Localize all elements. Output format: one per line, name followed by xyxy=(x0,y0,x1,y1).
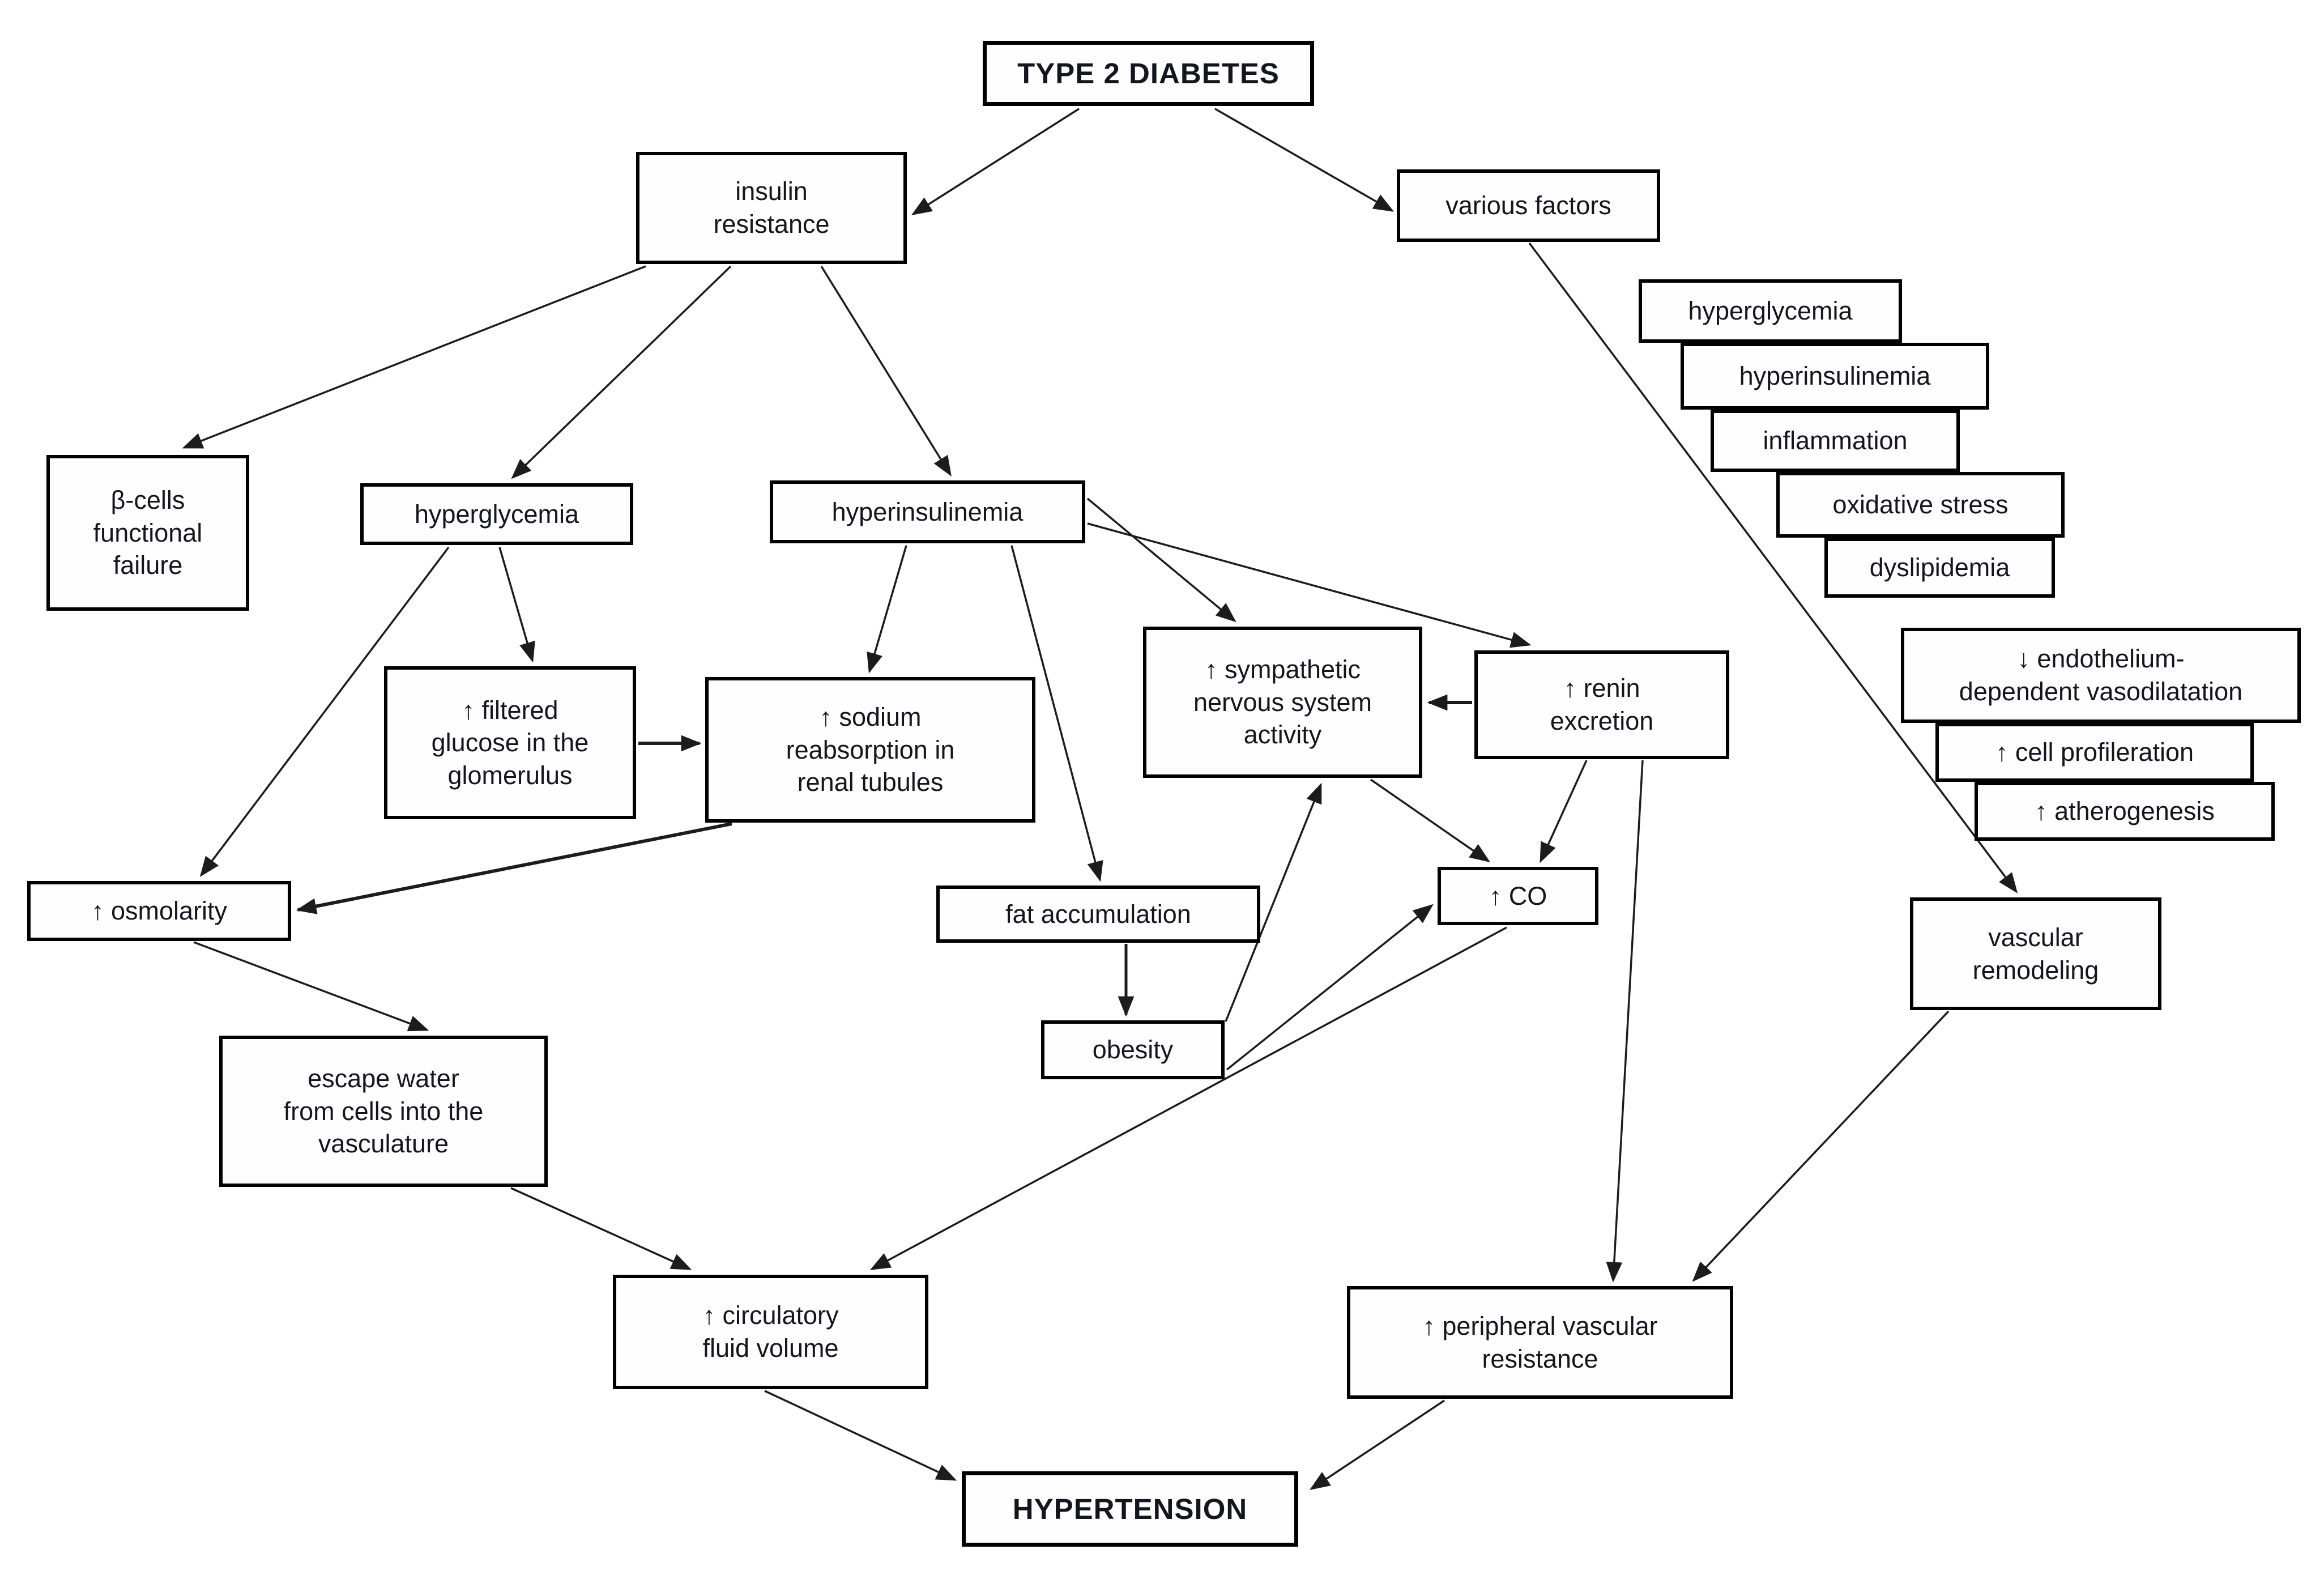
node-factor-hyperinsulinemia: hyperinsulinemia xyxy=(1681,343,1989,410)
edge-obesity-to-sympathetic-activity xyxy=(1225,782,1322,1022)
node-factor-atherogenesis: ↑ atherogenesis xyxy=(1975,782,2275,841)
node-renin-excretion: ↑ renin excretion xyxy=(1474,650,1729,759)
edge-insulin-resistance-to-hyperinsulinemia xyxy=(820,266,952,477)
edge-hyperglycemia-to-osmolarity xyxy=(199,546,450,877)
node-sympathetic-activity: ↑ sympathetic nervous system activity xyxy=(1143,627,1422,778)
node-beta-cells-functional-failure: β-cells functional failure xyxy=(46,455,249,611)
edge-hyperinsulinemia-to-renin-excretion xyxy=(1087,522,1532,648)
node-factor-hyperglycemia: hyperglycemia xyxy=(1639,279,1902,343)
edge-hyperglycemia-to-filtered-glucose xyxy=(498,547,535,663)
edge-various-factors-to-vascular-remodeling xyxy=(1528,242,2018,893)
node-fat-accumulation: fat accumulation xyxy=(936,886,1260,943)
node-hyperinsulinemia: hyperinsulinemia xyxy=(770,480,1085,543)
node-hyperglycemia: hyperglycemia xyxy=(360,483,633,545)
node-factor-dyslipidemia: dyslipidemia xyxy=(1824,538,2055,598)
node-circulatory-fluid-volume: ↑ circulatory fluid volume xyxy=(613,1275,928,1389)
node-type-2-diabetes: TYPE 2 DIABETES xyxy=(983,41,1314,106)
edge-insulin-resistance-to-beta-cells-functional-failure xyxy=(182,265,646,449)
edge-vascular-remodeling-to-peripheral-vascular-resistance xyxy=(1692,1010,1950,1282)
edge-type-2-diabetes-to-various-factors xyxy=(1214,108,1395,212)
node-factor-cell-profileration: ↑ cell profileration xyxy=(1935,723,2254,782)
node-escape-water: escape water from cells into the vascula… xyxy=(219,1036,548,1187)
node-peripheral-vascular-resistance: ↑ peripheral vascular resistance xyxy=(1347,1286,1733,1399)
node-osmolarity: ↑ osmolarity xyxy=(27,881,291,941)
edge-co-to-circulatory-fluid-volume xyxy=(869,926,1507,1270)
edge-hyperinsulinemia-to-sodium-reabsorption xyxy=(867,545,907,674)
edge-escape-water-to-circulatory-fluid-volume xyxy=(510,1187,692,1270)
node-insulin-resistance: insulin resistance xyxy=(636,152,907,264)
edge-sodium-reabsorption-to-osmolarity xyxy=(296,822,732,914)
node-various-factors: various factors xyxy=(1397,169,1660,242)
node-factor-oxidative-stress: oxidative stress xyxy=(1776,472,2065,538)
edge-insulin-resistance-to-hyperglycemia xyxy=(511,265,732,479)
node-factor-inflammation: inflammation xyxy=(1711,410,1960,472)
edge-type-2-diabetes-to-insulin-resistance xyxy=(911,108,1080,215)
edge-circulatory-fluid-volume-to-hypertension xyxy=(764,1390,957,1481)
edge-hyperinsulinemia-to-fat-accumulation xyxy=(1010,545,1103,882)
node-co: ↑ CO xyxy=(1438,867,1598,925)
node-factor-endothelium: ↓ endothelium- dependent vasodilatation xyxy=(1901,628,2301,723)
node-sodium-reabsorption: ↑ sodium reabsorption in renal tubules xyxy=(705,677,1035,823)
node-vascular-remodeling: vascular remodeling xyxy=(1910,897,2161,1010)
edge-osmolarity-to-escape-water xyxy=(193,941,429,1032)
node-filtered-glucose: ↑ filtered glucose in the glomerulus xyxy=(384,666,636,819)
edge-renin-excretion-to-peripheral-vascular-resistance xyxy=(1606,760,1644,1283)
edge-sympathetic-activity-to-co xyxy=(1370,778,1490,863)
edge-peripheral-vascular-resistance-to-hypertension xyxy=(1310,1399,1445,1490)
edge-renin-excretion-to-co xyxy=(1540,760,1588,863)
edge-obesity-to-co xyxy=(1226,904,1434,1071)
edge-hyperinsulinemia-to-sympathetic-activity xyxy=(1086,497,1236,623)
node-hypertension: HYPERTENSION xyxy=(962,1471,1298,1547)
node-obesity: obesity xyxy=(1041,1020,1225,1079)
